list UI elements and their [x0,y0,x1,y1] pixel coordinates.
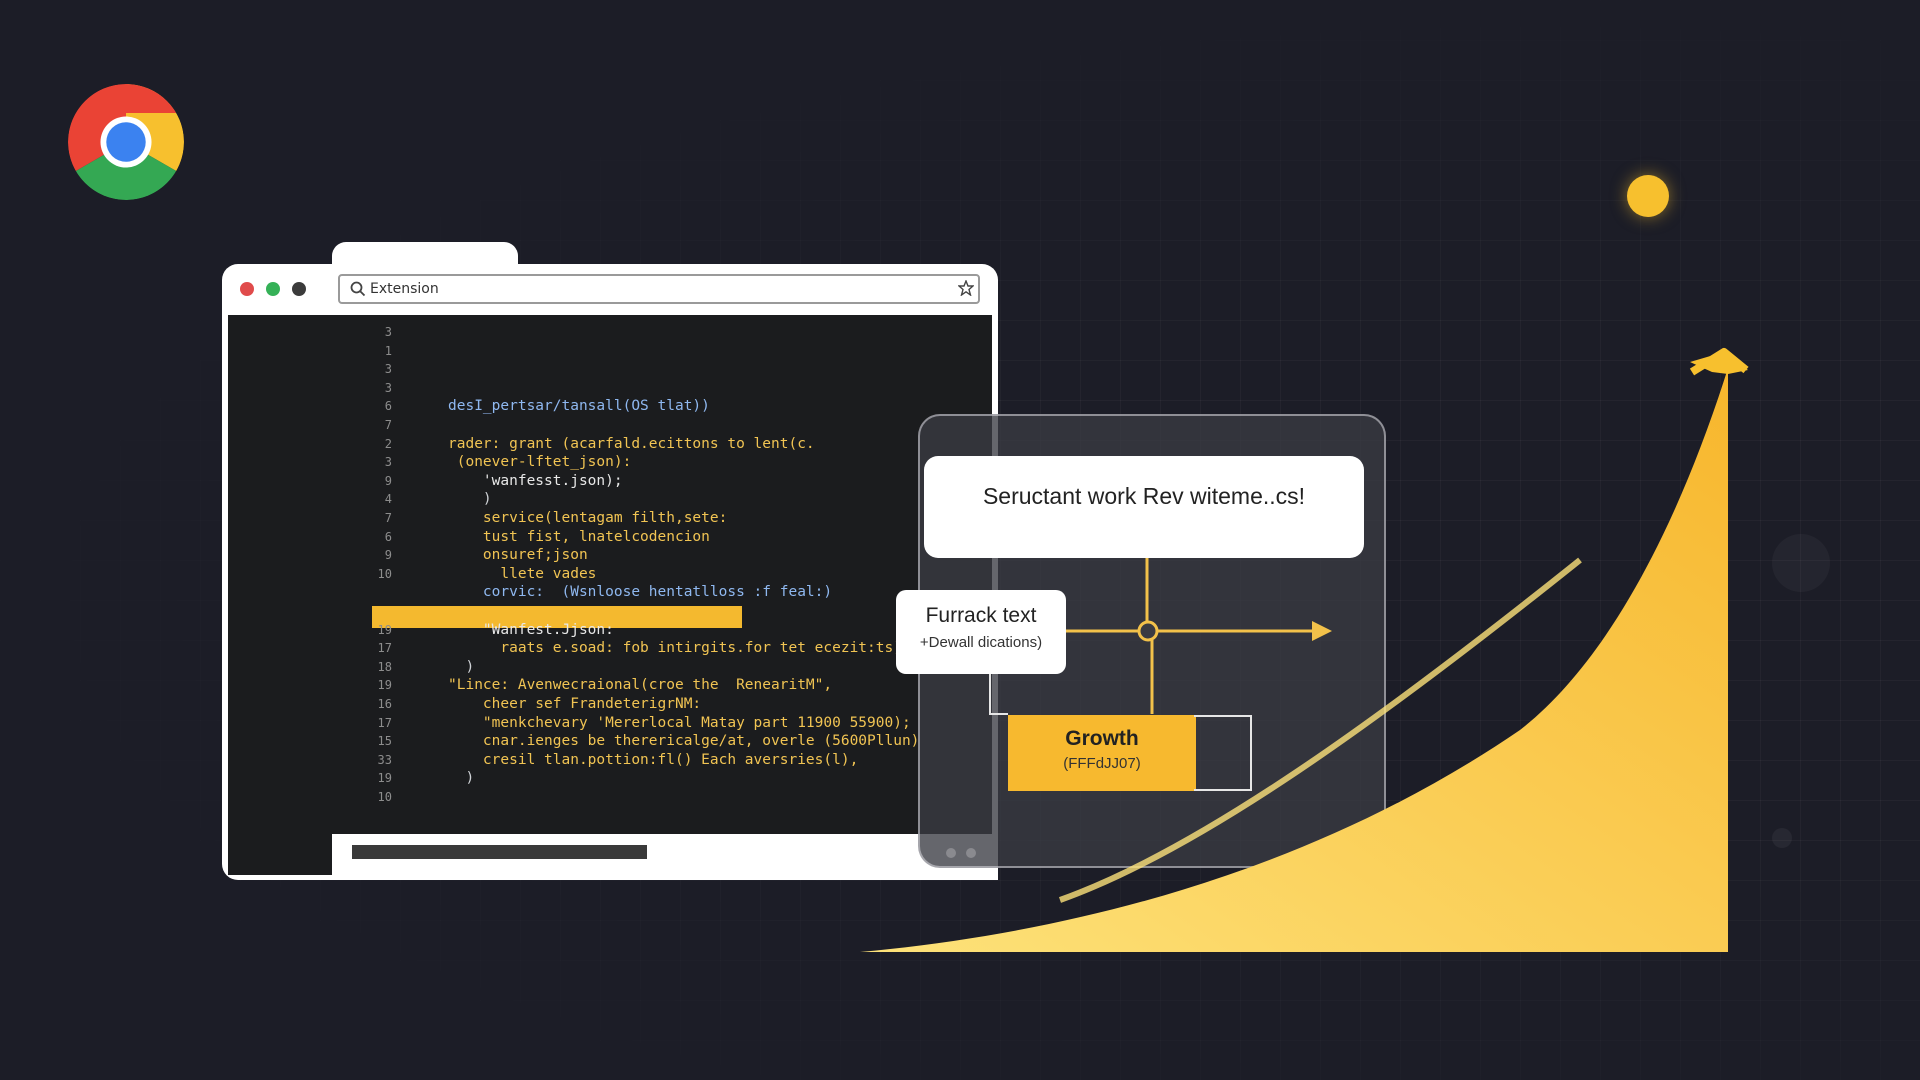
line-number: 15 [377,734,392,748]
side-callout-title: Furrack text [925,604,1037,627]
yellow-dot-decoration [1627,175,1669,217]
line-number: 16 [377,697,392,711]
code-line: raats e.soad: fob intirgits.for tet ecez… [448,640,911,656]
code-line: desI_pertsar/tansall(OS tlat)) [448,398,710,414]
line-number: 3 [384,362,392,376]
line-number: 10 [377,567,392,581]
line-number: 19 [377,623,392,637]
code-line: ) [448,659,475,675]
code-line: llete vades [448,566,597,582]
line-number: 2 [384,437,392,451]
line-number: 9 [384,548,392,562]
line-number: 17 [377,641,392,655]
address-bar[interactable] [338,274,980,304]
line-number: 3 [384,381,392,395]
panel-dot-indicator [966,848,976,858]
growth-subtitle: (FFFdJJ07) [1063,755,1141,772]
code-line: cresil tlan.pottion:fl() Each aversries(… [448,752,859,768]
line-number: 18 [377,660,392,674]
chrome-logo-icon [68,84,184,200]
line-number: 7 [384,511,392,525]
horizontal-scrollbar[interactable] [352,845,647,859]
growth-box-outline [1194,715,1252,791]
code-line: tust fist, lnatelcodencion [448,529,710,545]
code-line: "menkchevary 'Mererlocal Matay part 1190… [448,715,911,731]
line-number: 19 [377,771,392,785]
growth-box: Growth (FFFdJJ07) [1008,715,1196,791]
line-number: 9 [384,474,392,488]
main-callout: Seructant work Rev witeme..cs! [924,456,1364,558]
code-line: cheer sef FrandeterigrNM: [448,696,702,712]
side-callout-subtitle: +Dewall dications) [919,634,1043,651]
highlighted-line [372,606,742,628]
faint-dot-decoration [1772,828,1792,848]
code-line: ) [448,491,492,507]
address-text: Extension [370,281,439,297]
code-line: (onever-lftet_json): [448,454,632,470]
window-close-button[interactable] [240,282,254,296]
line-number: 3 [384,325,392,339]
star-bookmark-icon[interactable] [958,280,974,296]
line-number: 10 [377,790,392,804]
side-callout: Furrack text +Dewall dications) [896,590,1066,674]
code-line: rader: grant (acarfald.ecittons to lent(… [448,436,815,452]
growth-title: Growth [1065,727,1139,750]
main-callout-text: Seructant work Rev witeme..cs! [982,482,1306,509]
code-line: "Lince: Avenwecraional(croe the Renearit… [448,677,833,693]
window-maximize-button[interactable] [266,282,280,296]
code-line: ) [448,770,475,786]
line-number: 17 [377,716,392,730]
window-minimize-button[interactable] [292,282,306,296]
line-number: 1 [384,344,392,358]
line-number: 19 [377,678,392,692]
panel-dot-indicator [946,848,956,858]
line-number: 6 [384,399,392,413]
code-line: service(lentagam filth,sete: [448,510,728,526]
code-line: corvic: (Wsnloose hentatlloss :f feal:) [448,584,833,600]
line-number: 7 [384,418,392,432]
code-line: cnar.ienges be therericalge/at, overle (… [448,733,920,749]
search-icon [350,281,366,297]
line-number: 6 [384,530,392,544]
code-line: onsuref;json [448,547,588,563]
faint-circle-decoration [1772,534,1830,592]
code-line: "Wanfest.Jjson: [448,622,614,638]
line-number: 33 [377,753,392,767]
code-line: 'wanfesst.json); [448,473,623,489]
line-number: 3 [384,455,392,469]
line-number: 4 [384,492,392,506]
